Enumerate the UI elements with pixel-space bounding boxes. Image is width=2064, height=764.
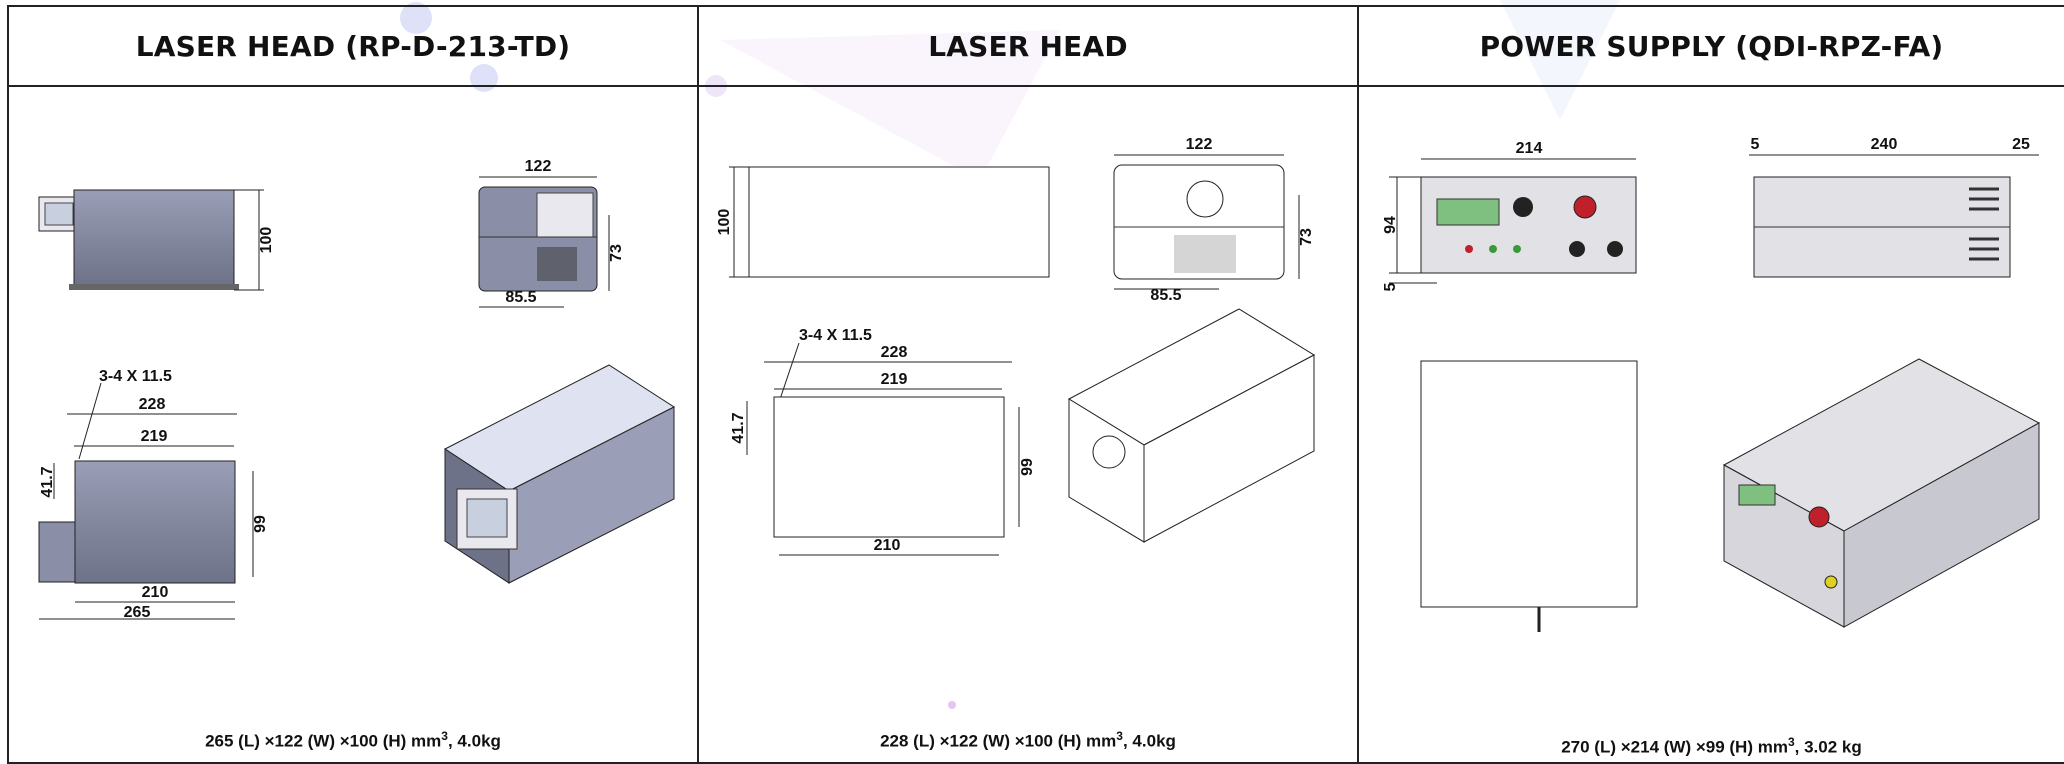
dim-length-a: 228 <box>881 344 908 361</box>
dim-hole: 3-4 X 11.5 <box>799 327 872 344</box>
caption-weight: , 4.0kg <box>1122 731 1176 751</box>
caption-text: 270 (L) ×214 (W) ×99 (H) mm <box>1561 737 1788 757</box>
header-power-supply: POWER SUPPLY (QDI-RPZ-FA) <box>1357 5 2064 87</box>
dim-height-b: 99 <box>252 515 269 533</box>
dim-length-a: 228 <box>139 396 166 413</box>
dim-foot: 5 <box>1382 282 1399 291</box>
dim-hole: 3-4 X 11.5 <box>99 368 172 385</box>
dim-gap-left: 5 <box>1751 136 1760 153</box>
dim-length-b: 219 <box>881 371 908 388</box>
cell-laser-head: 100 122 73 85.5 3-4 X 11.5 228 219 <box>697 85 1359 764</box>
dimensions-caption: 228 (L) ×122 (W) ×100 (H) mm3, 4.0kg <box>699 729 1357 752</box>
dim-offset: 41.7 <box>730 412 747 443</box>
caption-text: 265 (L) ×122 (W) ×100 (H) mm <box>205 731 442 751</box>
dim-width: 214 <box>1516 140 1543 157</box>
dim-foot: 85.5 <box>505 289 536 306</box>
dim-foot: 85.5 <box>1150 287 1181 304</box>
caption-superscript: 3 <box>1116 729 1123 743</box>
dim-length-d: 265 <box>124 604 151 621</box>
caption-superscript: 3 <box>441 729 448 743</box>
dim-depth: 73 <box>608 244 625 262</box>
caption-weight: , 3.02 kg <box>1794 737 1862 757</box>
power-supply-drawing: 214 94 5 5 240 25 <box>1382 136 2041 632</box>
column-title: POWER SUPPLY (QDI-RPZ-FA) <box>1479 29 1944 63</box>
header-laser-head-td: LASER HEAD (RP-D-213-TD) <box>7 5 699 87</box>
dim-length-b: 219 <box>141 428 168 445</box>
spec-table: LASER HEAD (RP-D-213-TD) LASER HEAD POWE… <box>7 5 2064 764</box>
header-laser-head: LASER HEAD <box>697 5 1359 87</box>
column-title: LASER HEAD <box>928 29 1128 63</box>
dim-width: 122 <box>1186 136 1213 153</box>
dim-length: 240 <box>1871 136 1898 153</box>
dim-length-c: 210 <box>142 584 169 601</box>
dim-width: 122 <box>525 158 552 175</box>
column-title: LASER HEAD (RP-D-213-TD) <box>135 29 571 63</box>
caption-weight: , 4.0kg <box>447 731 501 751</box>
laser-head-drawing: 100 122 73 85.5 3-4 X 11.5 228 219 <box>716 136 1316 556</box>
dim-height-b: 99 <box>1019 458 1036 476</box>
laser-head-td-drawing: 100 122 73 85.5 3-4 X 11.5 228 219 <box>38 158 676 621</box>
dim-gap-right: 25 <box>2012 136 2030 153</box>
dim-length-c: 210 <box>874 537 901 554</box>
dim-offset: 41.7 <box>39 466 56 497</box>
dimensions-caption: 265 (L) ×122 (W) ×100 (H) mm3, 4.0kg <box>9 729 697 752</box>
dim-depth: 73 <box>1298 228 1315 246</box>
caption-superscript: 3 <box>1787 735 1795 749</box>
cell-power-supply: 214 94 5 5 240 25 <box>1357 85 2064 764</box>
dimensions-caption: 270 (L) ×214 (W) ×99 (H) mm3, 3.02 kg <box>1359 735 2064 758</box>
cell-laser-head-td: 100 122 73 85.5 3-4 X 11.5 228 219 <box>7 85 699 764</box>
dim-height: 100 <box>258 227 275 254</box>
dim-height: 100 <box>716 209 733 236</box>
dim-height: 94 <box>1382 216 1399 234</box>
caption-text: 228 (L) ×122 (W) ×100 (H) mm <box>880 731 1117 751</box>
